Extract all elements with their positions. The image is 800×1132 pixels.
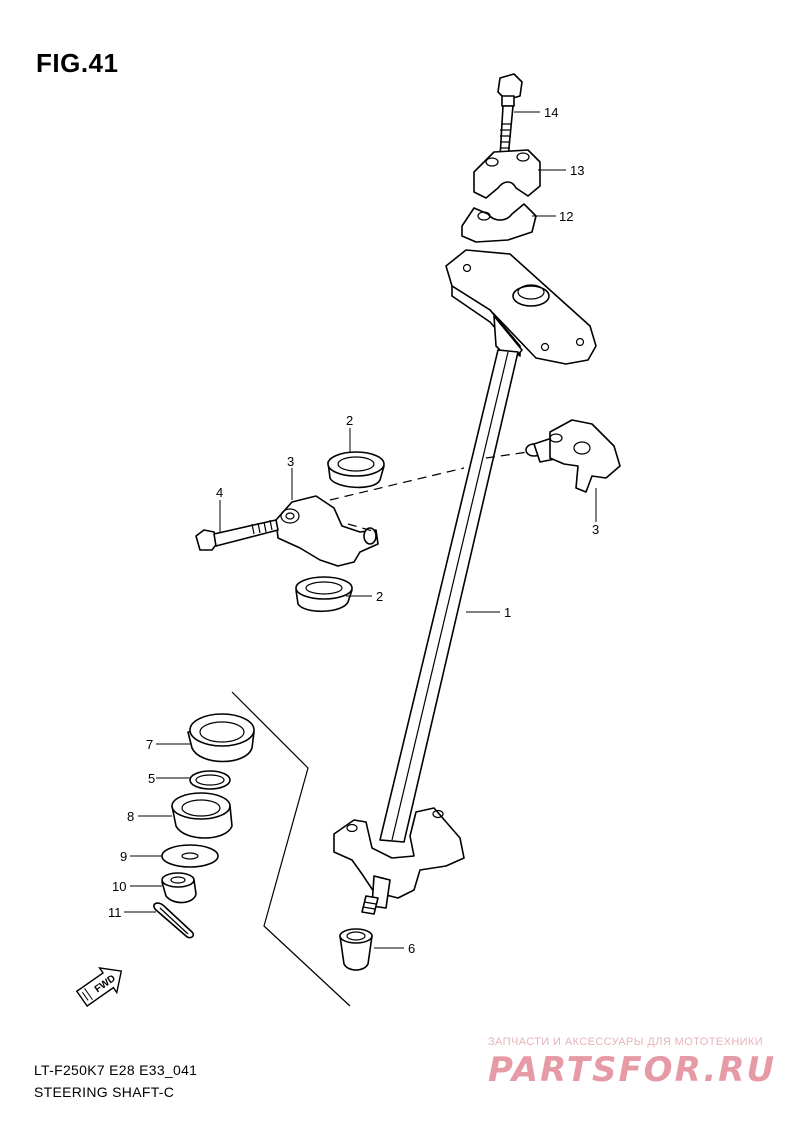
callout-12: 12 [559,209,573,224]
callout-3-left: 3 [287,454,294,469]
bushing-part-6 [339,928,373,971]
upper-bushing-part-2 [327,451,385,489]
callout-1: 1 [504,605,511,620]
bolt-part-14 [497,73,523,159]
left-holder-part-3 [275,495,379,567]
figure-title: FIG.41 [36,48,119,78]
right-holder-part-3 [525,419,621,493]
lower-clamp-part-12 [461,203,537,243]
callout-2-lower: 2 [376,589,383,604]
washer-part-9 [161,844,219,868]
bolt-part-4 [195,519,279,551]
bearing-seat-part-8 [171,792,233,839]
fwd-arrow-icon: FWD [75,967,123,1007]
assembly-name: STEERING SHAFT-C [34,1084,175,1100]
callout-4: 4 [216,485,223,500]
lower-bushing-part-2 [295,576,353,613]
callout-leaders [124,111,597,949]
callout-7: 7 [146,737,153,752]
callout-14: 14 [544,105,558,120]
shaft-bracket-plate [445,249,597,365]
callout-6: 6 [408,941,415,956]
lower-assembly-bracket [231,691,351,1007]
callout-5: 5 [148,771,155,786]
callout-13: 13 [570,163,584,178]
watermark-tagline: ЗАПЧАСТИ И АКСЕССУАРЫ ДЛЯ МОТОТЕХНИКИ [488,1036,764,1048]
shaft-tube-part-1 [379,349,519,843]
callout-10: 10 [112,879,126,894]
shaft-lower-bracket [333,807,465,915]
watermark-logo: PARTSFOR.RU [488,1050,777,1090]
callout-3-right: 3 [592,522,599,537]
callout-9: 9 [120,849,127,864]
castle-nut-part-10 [161,872,197,904]
model-code: LT-F250K7 E28 E33_041 [34,1062,198,1078]
upper-clamp-part-13 [473,149,541,199]
bearing-part-7 [187,713,255,763]
callout-11: 11 [108,905,122,920]
callout-8: 8 [127,809,134,824]
assembly-lines [329,451,529,533]
cotter-pin-part-11 [153,902,195,939]
o-ring-part-5 [189,770,231,790]
callout-2-upper: 2 [346,413,353,428]
